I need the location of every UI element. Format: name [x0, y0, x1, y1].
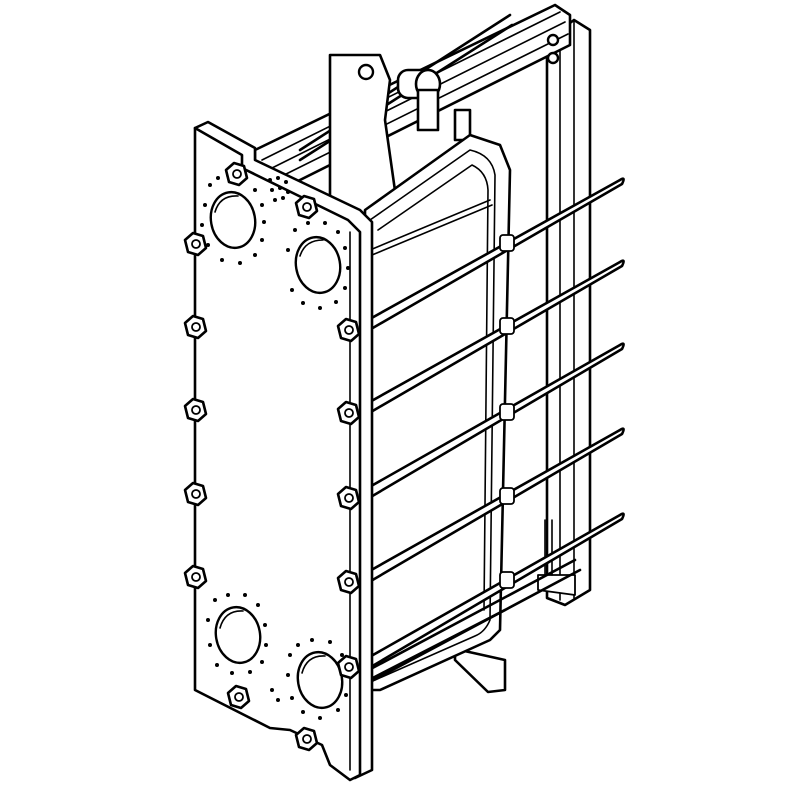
nut-icon — [183, 314, 208, 340]
top-carrying-bar — [253, 3, 572, 197]
tightening-nuts — [183, 161, 361, 752]
nut-icon — [336, 485, 361, 511]
rear-support-column — [537, 18, 592, 607]
nut-icon — [224, 161, 249, 187]
frame-plate — [193, 120, 374, 782]
stud-holes — [200, 173, 350, 720]
nut-icon — [226, 684, 251, 710]
nut-icon — [183, 481, 208, 507]
nut-icon — [336, 654, 361, 680]
roller-hanger — [396, 68, 472, 142]
nut-icon — [294, 726, 319, 752]
nut-icon — [336, 569, 361, 595]
nut-icon — [336, 317, 361, 343]
nut-icon — [336, 400, 361, 426]
tightening-bolts-right — [348, 177, 625, 680]
nut-icon — [183, 231, 208, 257]
nut-icon — [183, 397, 208, 423]
nut-icon — [294, 194, 319, 220]
nut-icon — [183, 564, 208, 590]
